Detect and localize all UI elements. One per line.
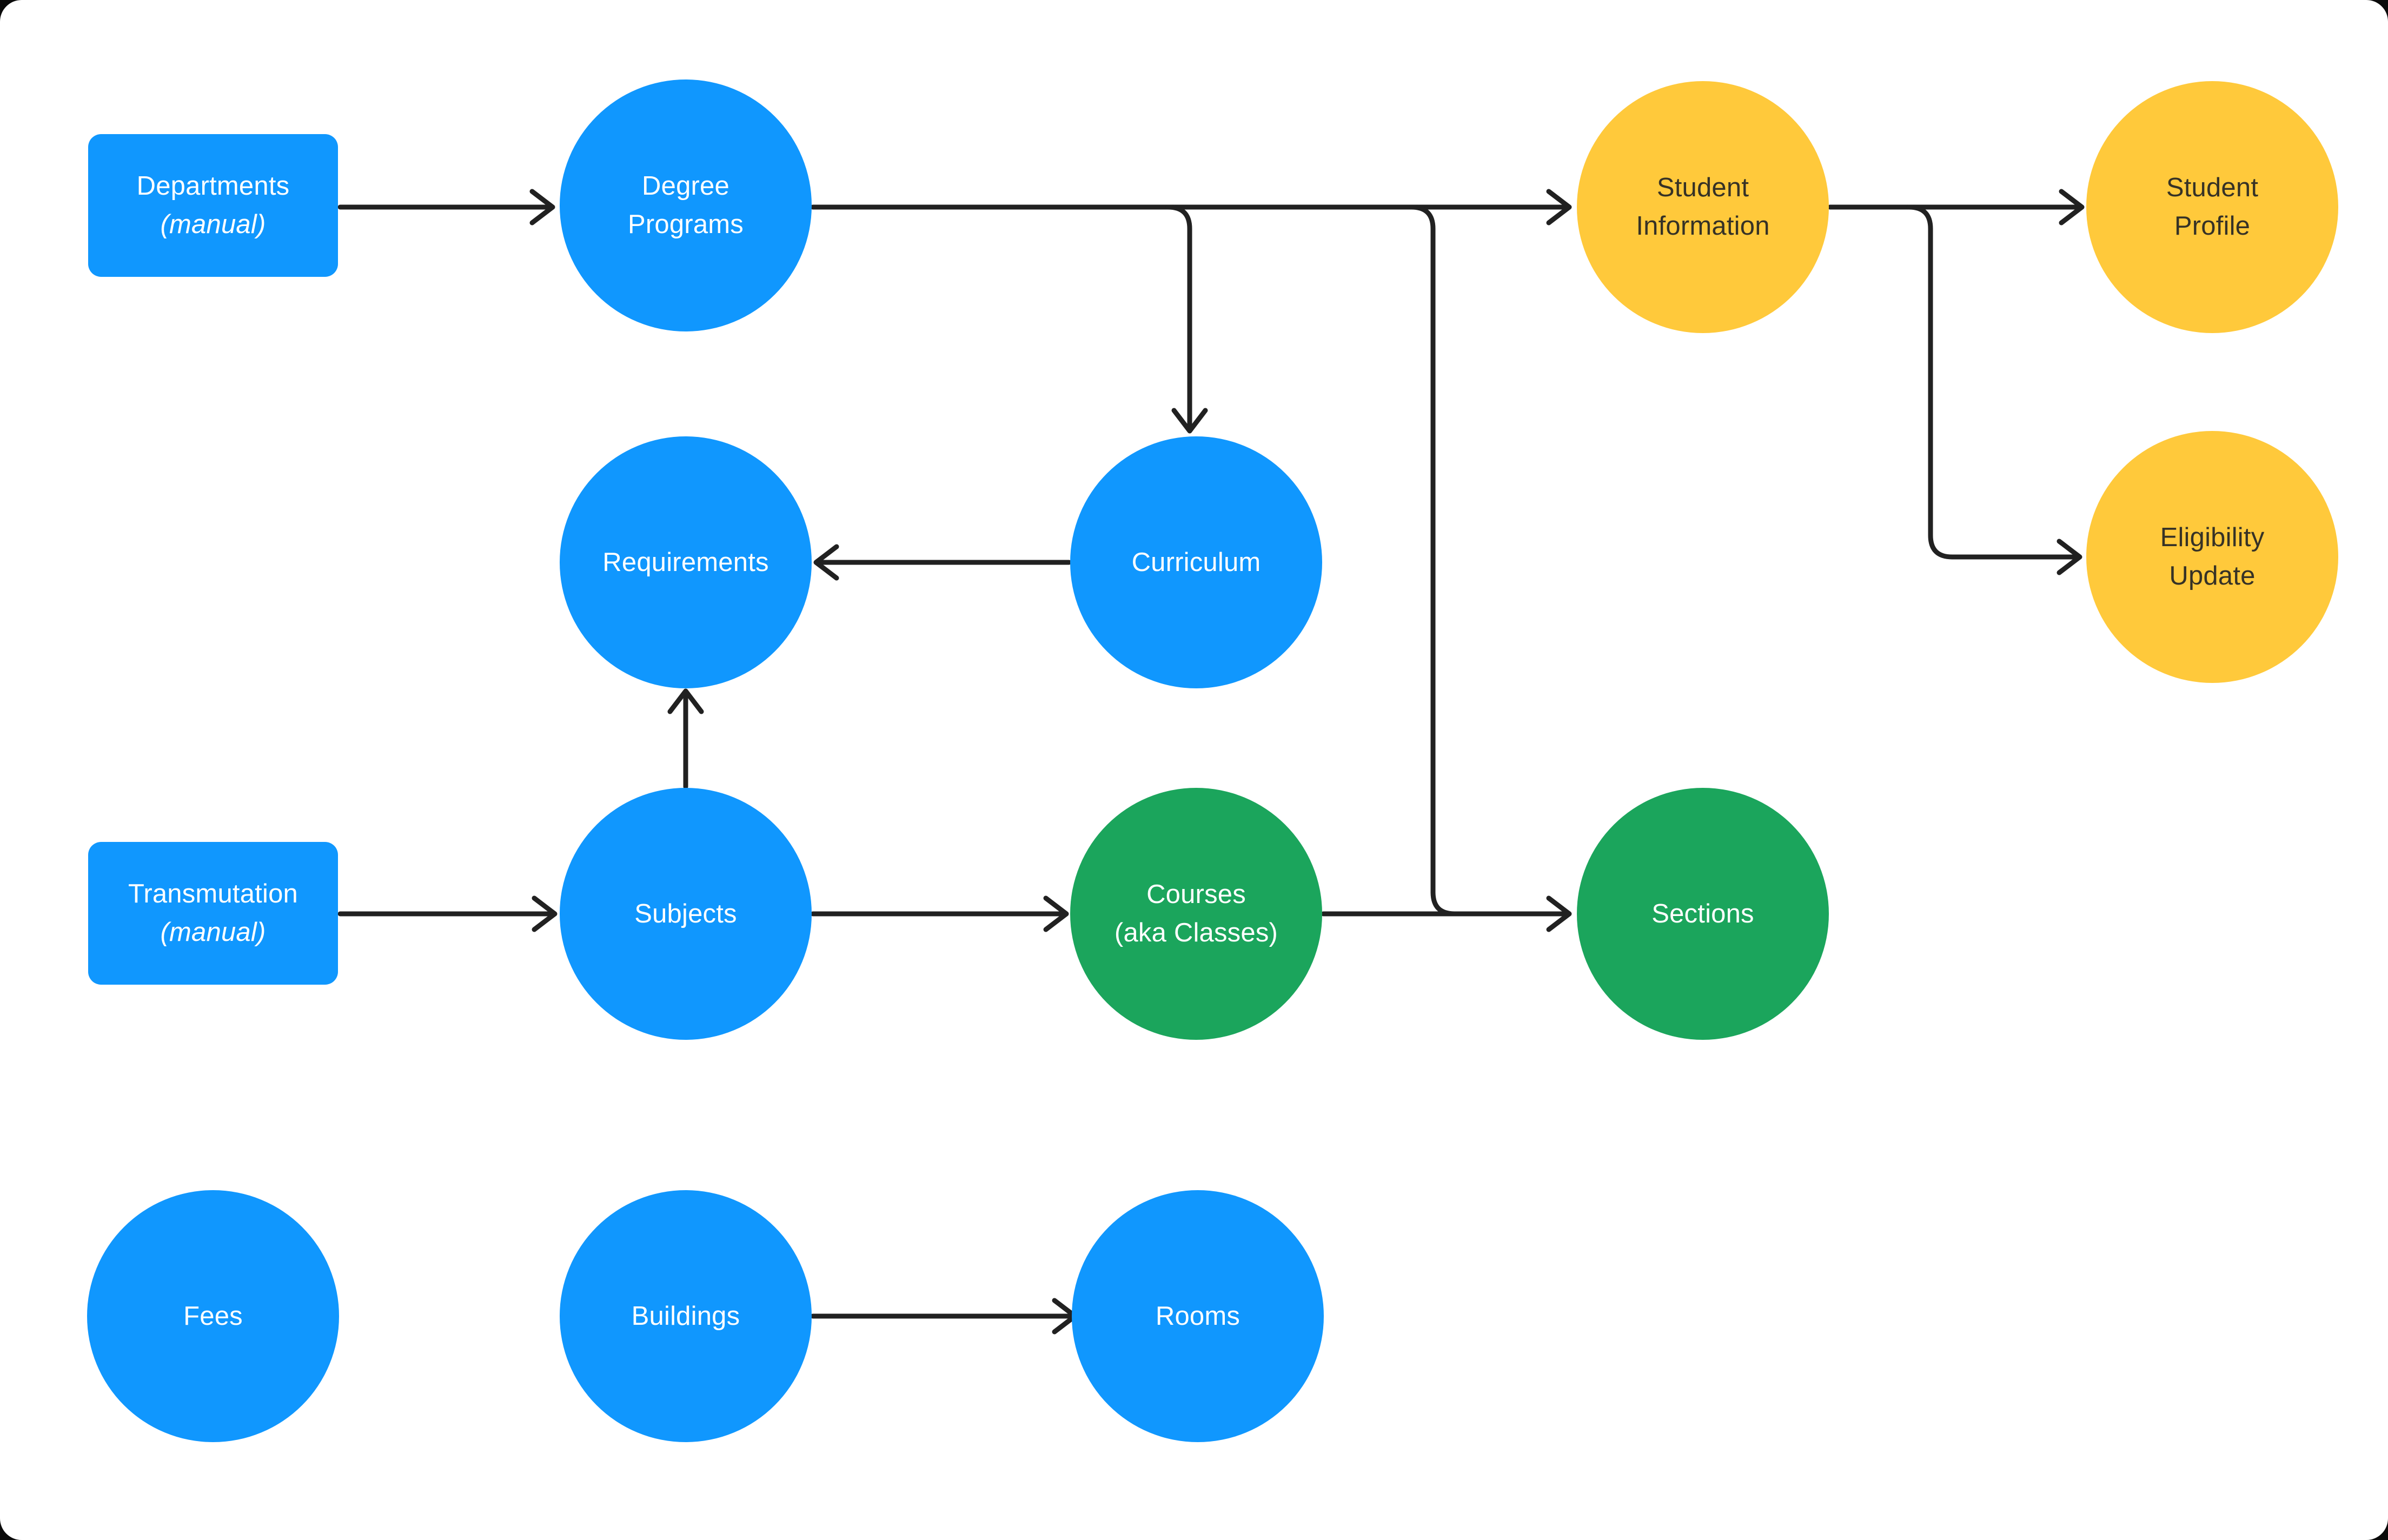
node-transmutation[interactable]: Transmutation (manual): [88, 842, 338, 985]
node-label-line2: Information: [1636, 211, 1770, 241]
node-rooms[interactable]: Rooms: [1072, 1190, 1324, 1442]
arrowhead-right-icon: [1043, 895, 1069, 932]
node-label-line2: Update: [2169, 561, 2256, 590]
edge-student-information-eligibility-update: [1906, 204, 2079, 560]
node-degree-programs[interactable]: Degree Programs: [560, 79, 812, 331]
node-label: Rooms: [1155, 1301, 1241, 1331]
node-fees[interactable]: Fees: [87, 1190, 339, 1442]
node-label: Degree: [642, 171, 729, 201]
node-label-line2: Profile: [2174, 211, 2251, 241]
node-curriculum[interactable]: Curriculum: [1070, 436, 1322, 688]
edge-degree-programs-curriculum: [1165, 204, 1192, 430]
node-label: Student: [2166, 173, 2259, 202]
node-student-profile[interactable]: Student Profile: [2086, 81, 2338, 333]
arrowhead-up-icon: [667, 688, 704, 714]
node-label: Courses: [1146, 880, 1246, 909]
node-sublabel: (manual): [160, 918, 266, 947]
edge-degree-programs-sections: [1409, 204, 1457, 917]
node-label: Eligibility: [2160, 523, 2265, 552]
arrowhead-right-icon: [529, 189, 555, 225]
node-label: Subjects: [634, 899, 737, 928]
node-departments[interactable]: Departments (manual): [88, 134, 338, 277]
node-subjects[interactable]: Subjects: [560, 788, 812, 1040]
arrowhead-right-icon: [2059, 189, 2085, 225]
node-label: Buildings: [631, 1301, 740, 1331]
arrowhead-left-icon: [813, 544, 839, 581]
node-label: Transmutation: [128, 879, 298, 908]
arrowhead-right-icon: [1546, 189, 1572, 225]
node-buildings[interactable]: Buildings: [560, 1190, 812, 1442]
node-label-line2: (aka Classes): [1114, 918, 1278, 947]
arrowhead-right-icon: [2057, 539, 2082, 575]
node-label: Requirements: [602, 547, 769, 577]
arrowhead-right-icon: [532, 895, 558, 932]
node-student-information[interactable]: Student Information: [1577, 81, 1829, 333]
node-label: Student: [1656, 173, 1749, 202]
arrowhead-down-icon: [1171, 408, 1208, 434]
node-label-line2: Programs: [628, 210, 744, 239]
node-sublabel: (manual): [160, 210, 266, 239]
node-label: Sections: [1651, 899, 1754, 928]
node-courses[interactable]: Courses (aka Classes): [1070, 788, 1322, 1040]
node-label: Departments: [136, 171, 290, 201]
node-sections[interactable]: Sections: [1577, 788, 1829, 1040]
node-eligibility-update[interactable]: Eligibility Update: [2086, 431, 2338, 683]
node-requirements[interactable]: Requirements: [560, 436, 812, 688]
node-label: Fees: [183, 1301, 243, 1331]
node-label: Curriculum: [1131, 547, 1261, 577]
arrowhead-right-icon: [1546, 895, 1572, 932]
